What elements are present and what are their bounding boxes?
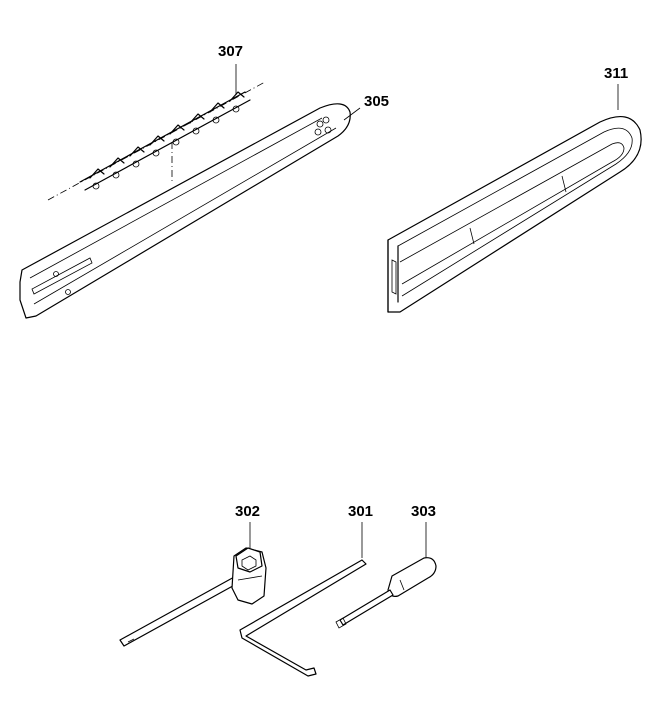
saw-chain [47, 81, 266, 201]
part-number-305: 305 [364, 93, 389, 110]
part-number-307: 307 [218, 43, 243, 60]
combination-wrench [119, 547, 267, 647]
part-number-303: 303 [411, 503, 436, 520]
part-number-302: 302 [235, 503, 260, 520]
leader-lines [235, 64, 619, 558]
bar-cover [387, 115, 642, 313]
hex-key [239, 559, 367, 677]
part-number-301: 301 [348, 503, 373, 520]
guide-bar [19, 103, 351, 319]
part-number-311: 311 [604, 65, 628, 82]
screwdriver [335, 557, 437, 629]
